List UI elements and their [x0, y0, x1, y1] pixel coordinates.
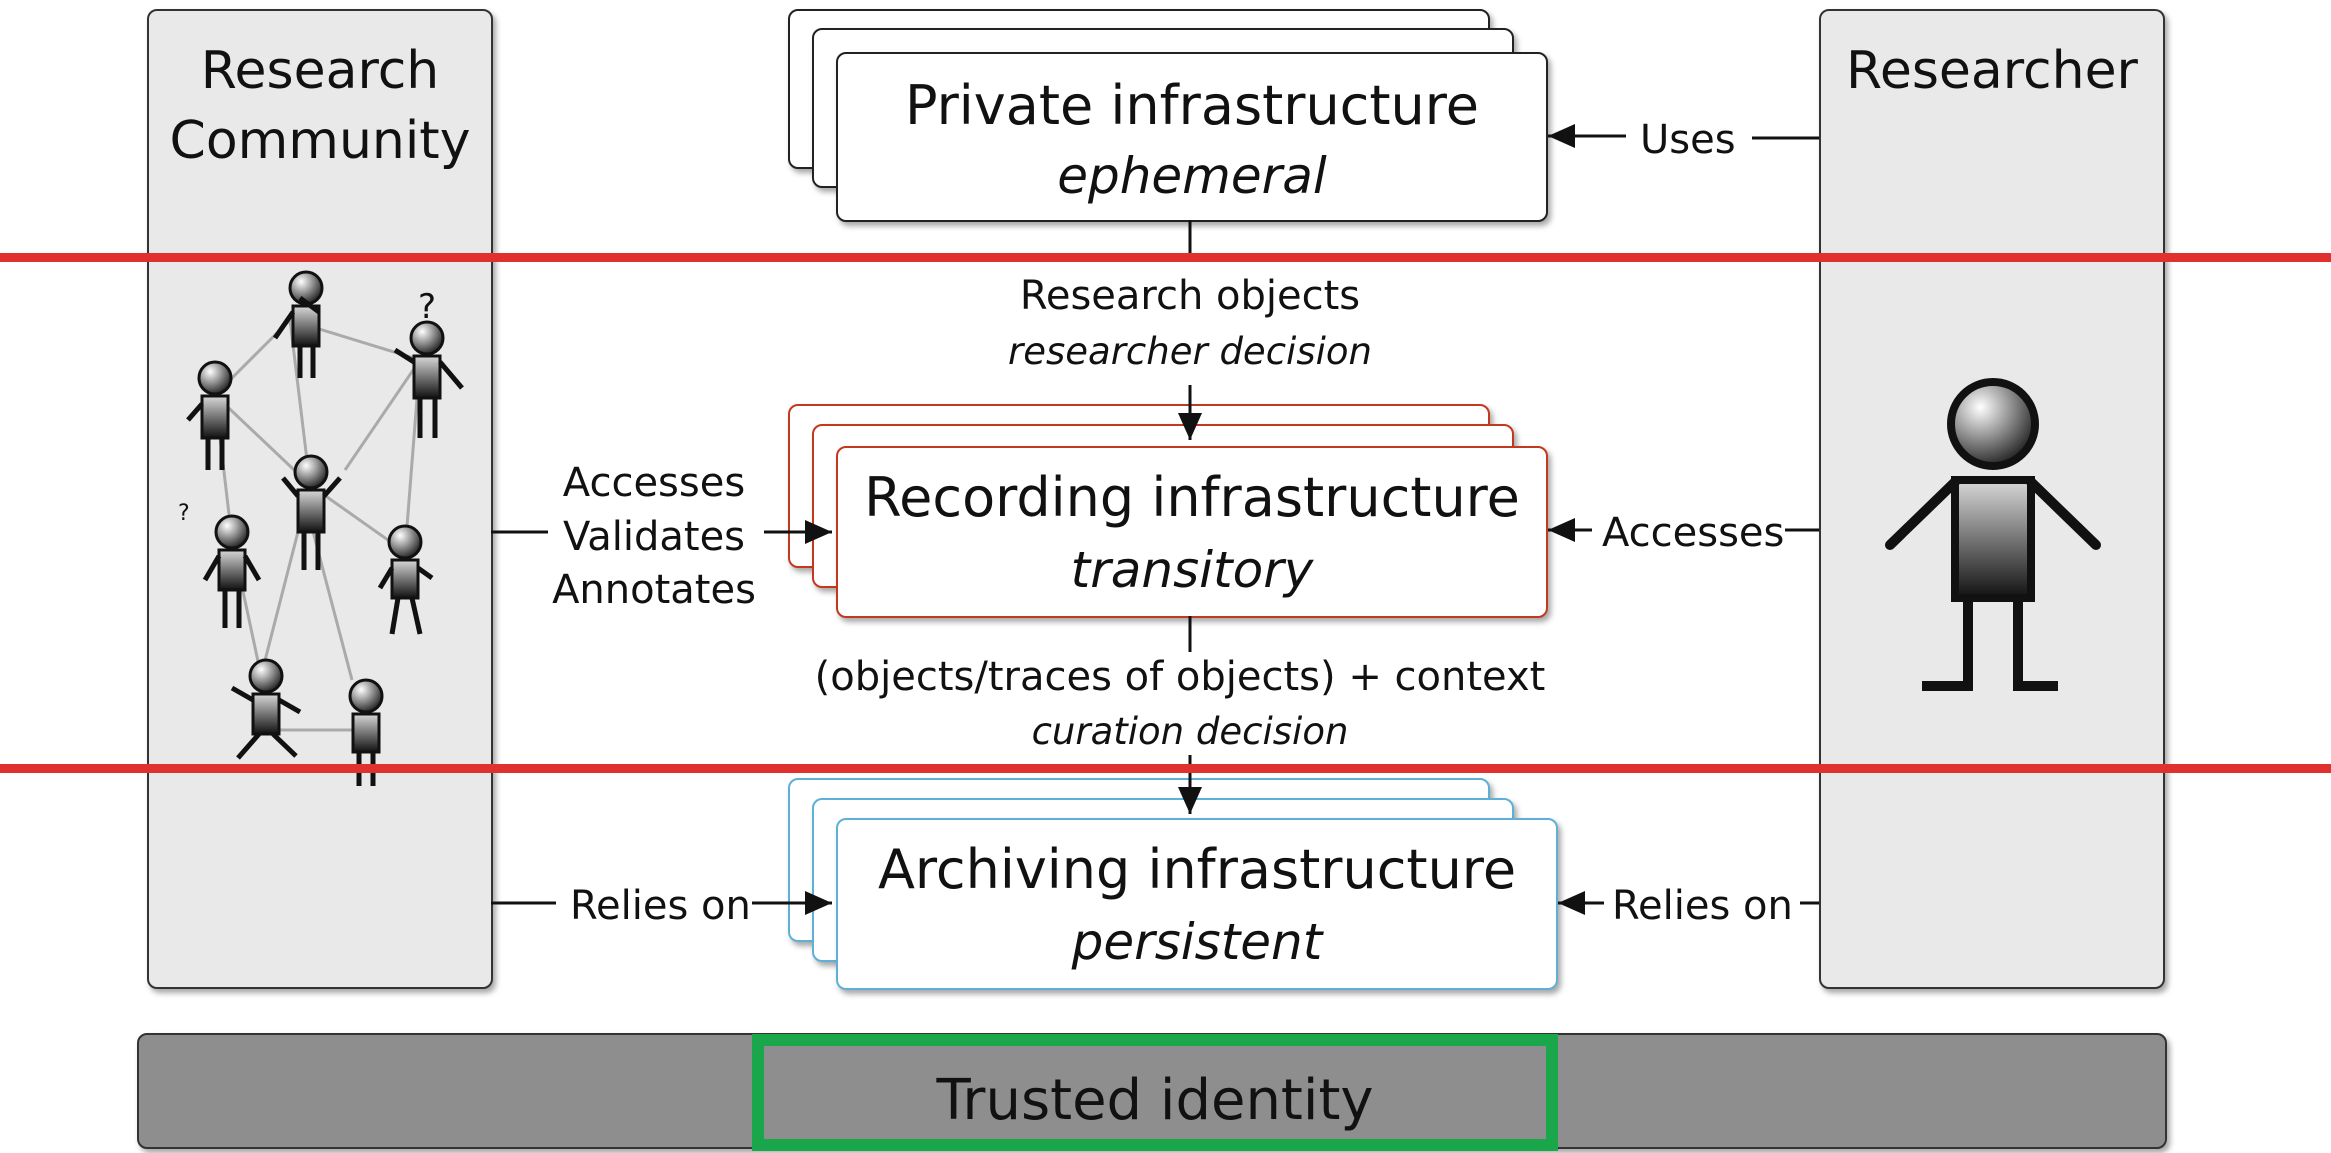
trusted-identity-highlight: Trusted identity	[752, 1034, 1558, 1151]
archiving-infrastructure-title: Archiving infrastructure	[877, 838, 1517, 901]
private-infrastructure-subtitle: ephemeral	[1057, 147, 1327, 205]
researcher-title: Researcher	[1846, 41, 2138, 101]
community-person-icon: ?	[393, 287, 464, 438]
research-community-title-line2: Community	[169, 111, 471, 171]
svg-text:?: ?	[178, 501, 190, 526]
community-person-icon: ?	[178, 501, 262, 628]
community-person-icon	[230, 658, 302, 760]
archiving-infrastructure-subtitle: persistent	[1071, 913, 1323, 971]
community-network-illustration: ? ?	[178, 270, 464, 786]
community-person-icon	[186, 360, 233, 470]
research-objects-label: Research objects	[1019, 273, 1361, 319]
research-community-title-line1: Research	[200, 41, 440, 101]
recording-infrastructure-subtitle: transitory	[1070, 541, 1314, 599]
accesses-right-label: Accesses	[1602, 510, 1785, 556]
objects-context-label: (objects/traces of objects) + context	[814, 654, 1546, 700]
research-community-column: Research Community	[147, 9, 493, 989]
uses-label: Uses	[1640, 117, 1736, 163]
recording-infrastructure-title: Recording infrastructure	[864, 466, 1520, 529]
relies-on-right-label: Relies on	[1612, 883, 1793, 929]
private-infrastructure-card: Private infrastructure ephemeral	[836, 52, 1548, 222]
community-person-icon	[281, 454, 342, 570]
band-divider-top	[0, 253, 2331, 262]
researcher-person-icon	[1885, 378, 2101, 691]
researcher-decision-label: researcher decision	[1008, 330, 1372, 373]
recording-infrastructure-card: Recording infrastructure transitory	[836, 446, 1548, 618]
band-divider-bottom	[0, 764, 2331, 773]
relies-on-left-label: Relies on	[570, 883, 751, 929]
svg-text:?: ?	[418, 287, 436, 327]
community-validates-label: Validates	[562, 514, 746, 560]
community-person-icon	[272, 270, 324, 378]
community-accesses-label: Accesses	[562, 460, 746, 506]
archiving-infrastructure-card: Archiving infrastructure persistent	[836, 818, 1558, 990]
private-infrastructure-title: Private infrastructure	[904, 74, 1479, 137]
community-annotates-label: Annotates	[552, 567, 756, 613]
curation-decision-label: curation decision	[1031, 710, 1349, 753]
community-person-icon	[377, 524, 434, 635]
trusted-identity-label: Trusted identity	[936, 1068, 1374, 1133]
